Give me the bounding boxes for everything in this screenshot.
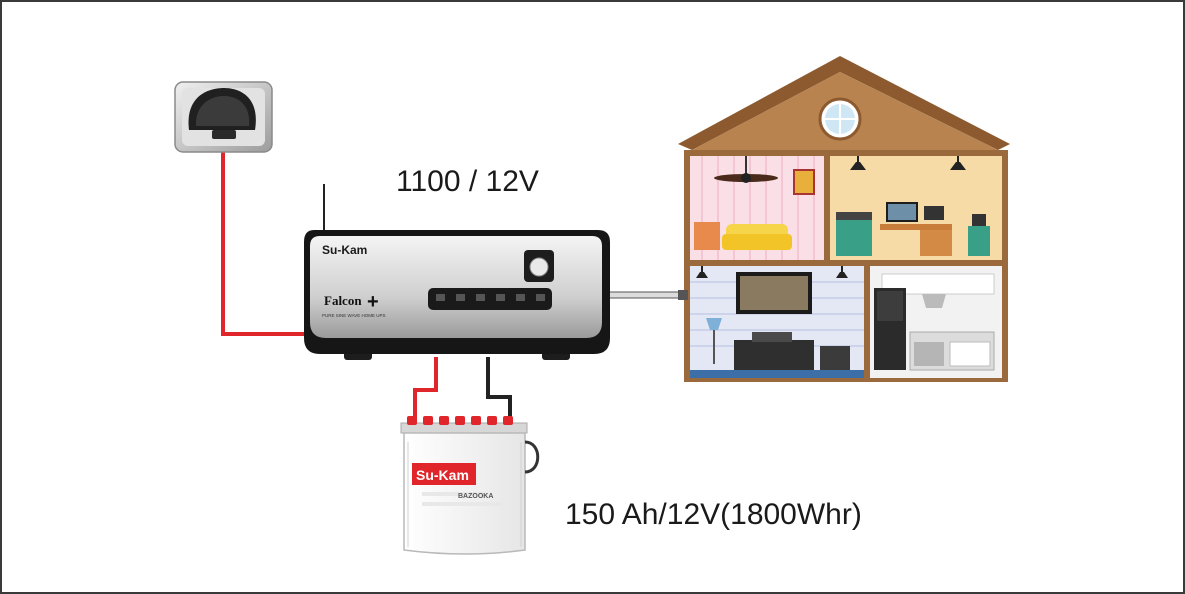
inverter-model: Falcon: [324, 293, 362, 308]
inverter-model-suffix: +: [367, 291, 379, 313]
battery-unit: [400, 416, 540, 555]
house-illustration: [678, 56, 1010, 382]
inverter-tagline: PURE SINE WAVE HOME UPS: [322, 313, 386, 318]
inverter-unit: [304, 184, 610, 360]
output-cable: [608, 291, 686, 299]
battery-model: BAZOOKA: [458, 493, 493, 500]
inverter-rating-label: 1100 / 12V: [396, 165, 539, 198]
wall-socket: [174, 81, 273, 153]
battery-rating-label: 150 Ah/12V(1800Whr): [565, 498, 862, 531]
battery-negative-wire: [486, 357, 512, 422]
battery-positive-wire: [413, 357, 438, 422]
mains-wire: [221, 152, 307, 336]
battery-brand: Su-Kam: [416, 467, 469, 483]
house-power-inlet: [678, 290, 688, 300]
inverter-brand: Su-Kam: [322, 243, 367, 257]
